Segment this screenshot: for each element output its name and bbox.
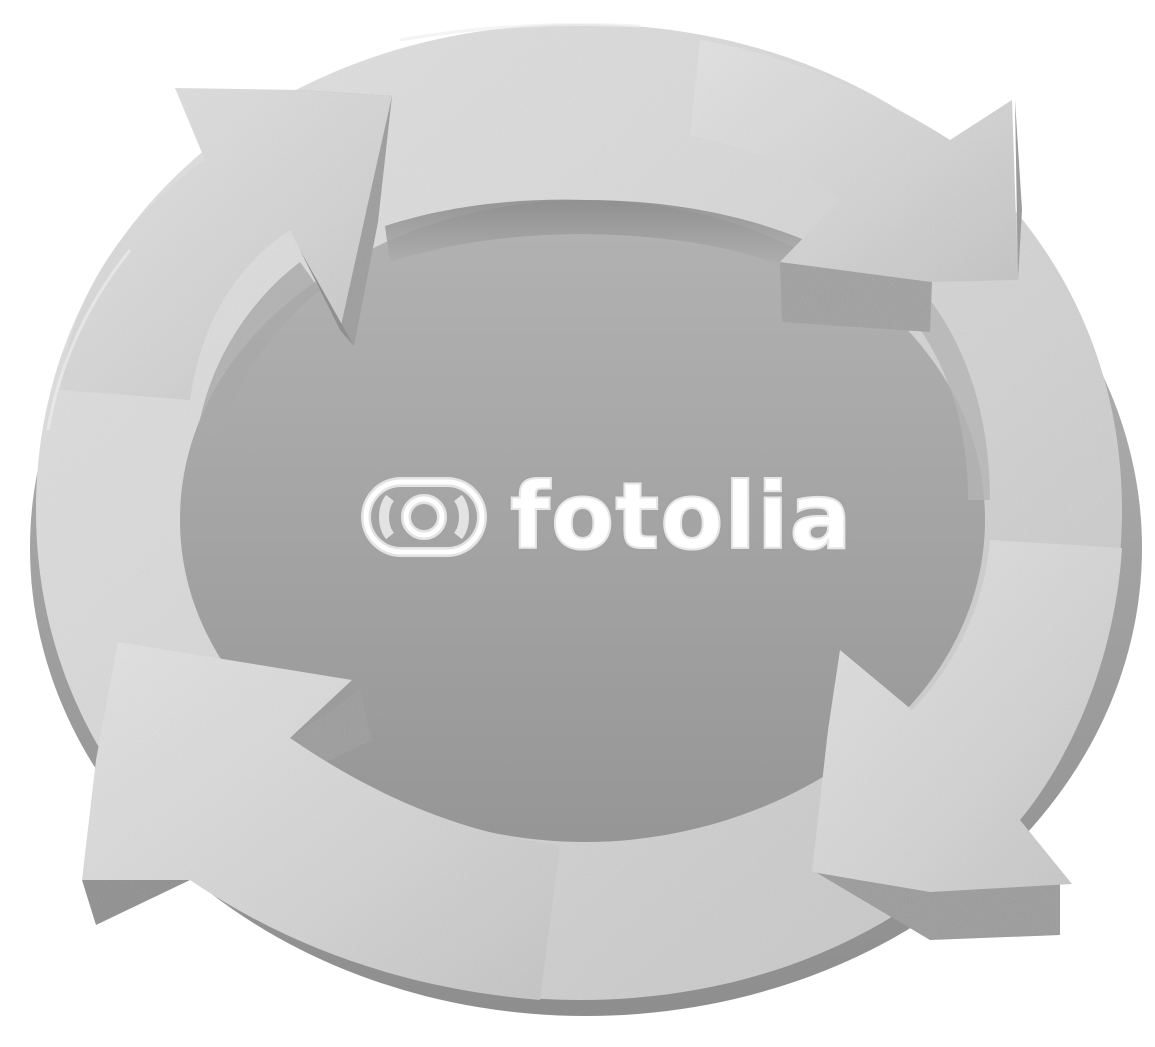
cycle-arrows-icon (0, 0, 1155, 1047)
